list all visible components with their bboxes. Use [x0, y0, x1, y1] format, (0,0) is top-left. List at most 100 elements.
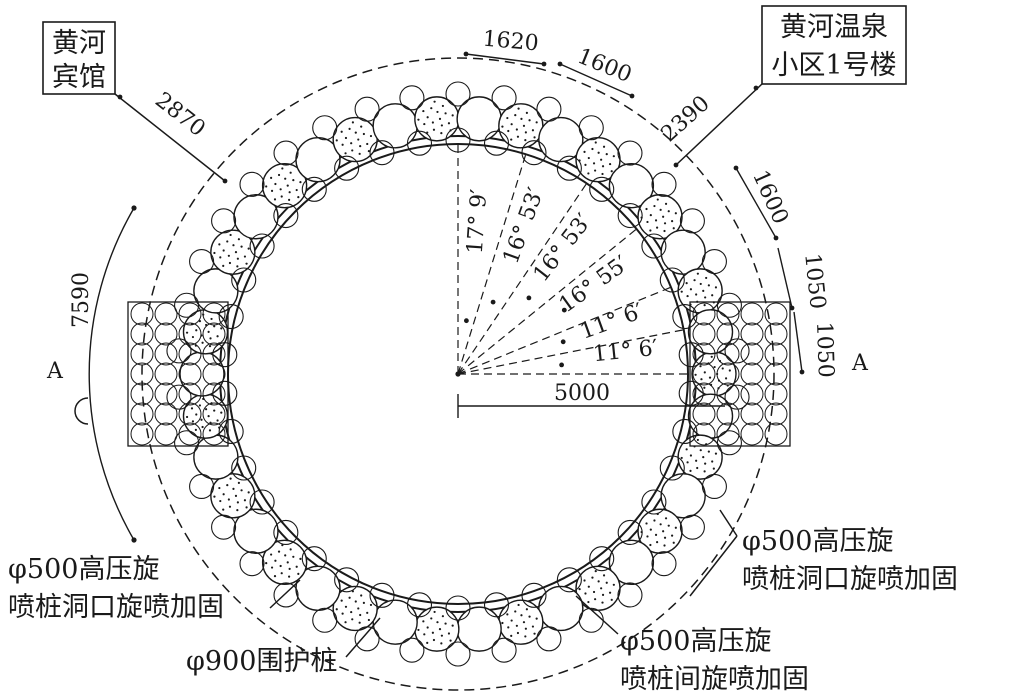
pile-concrete-dot	[207, 415, 210, 418]
pile-concrete-dot	[227, 498, 230, 501]
pile-concrete-dot	[662, 530, 665, 533]
pile-concrete-dot	[671, 220, 674, 223]
pile-concrete-dot	[592, 162, 596, 165]
pile-concrete-dot	[592, 590, 596, 594]
hotel-label-line2: 宾馆	[52, 62, 106, 93]
pile-concrete-dot	[218, 243, 221, 246]
portal-jet-column	[154, 422, 178, 446]
pile-concrete-dot	[601, 601, 604, 604]
pile-concrete-dot	[656, 226, 659, 229]
top-dimension-lines	[465, 53, 633, 97]
jet-grout-column	[312, 607, 338, 633]
jet-grout-column	[521, 582, 547, 608]
pile-concrete-dot	[664, 202, 668, 205]
jet-grout-column	[679, 208, 705, 234]
pile-concrete-dot	[289, 548, 292, 551]
right-jet-label-line1: φ500高压旋	[742, 526, 893, 557]
guard-pile	[210, 473, 256, 519]
pile-concrete-dot	[444, 622, 447, 625]
portal-jet-column	[178, 362, 202, 386]
jet-grout-column	[312, 115, 338, 141]
pile-concrete-dot	[348, 596, 351, 599]
pile-concrete-dot	[341, 143, 344, 146]
pile-concrete-dot	[441, 615, 444, 618]
jet-grout-column	[445, 81, 471, 107]
pile-concrete-dot	[297, 196, 300, 199]
pile-concrete-dot	[612, 583, 615, 586]
pile-concrete-dot	[663, 222, 667, 225]
pile-concrete-dot	[597, 151, 600, 154]
pile-concrete-dot	[695, 293, 698, 296]
pile-concrete-dot	[649, 543, 652, 547]
pile-concrete-dot	[700, 378, 703, 381]
pile-concrete-dot	[602, 145, 606, 148]
jet-grout-column	[399, 637, 425, 663]
pile-concrete-dot	[423, 122, 426, 126]
pile-concrete-dot	[510, 619, 513, 622]
pile-concrete-dot	[292, 179, 295, 182]
pile-concrete-dot	[703, 386, 706, 389]
guard-pile	[233, 508, 279, 554]
portal-jet-column	[154, 402, 178, 426]
pile-concrete-dot	[707, 284, 710, 287]
pile-concrete-dot	[517, 107, 520, 110]
portal-jet-column	[178, 402, 202, 426]
pile-concrete-dot	[351, 121, 354, 124]
jet-grout-column	[189, 473, 215, 500]
pile-concrete-dot	[344, 605, 348, 608]
pile-concrete-dot	[348, 127, 351, 130]
jet-grout-column	[678, 380, 704, 406]
portal-jet-column	[154, 302, 178, 326]
portal-jet-column	[740, 342, 764, 366]
jet-grout-columns	[166, 81, 750, 667]
pile-concrete-dot	[516, 135, 520, 138]
pile-concrete-dot	[646, 220, 649, 224]
guard-pile	[414, 606, 460, 652]
pile-concrete-dot	[228, 505, 232, 508]
pile-concrete-dot	[594, 570, 597, 573]
right-dimension-lines	[735, 167, 803, 373]
dim-1050-upper: 1050	[799, 252, 830, 310]
guard-pile	[193, 268, 239, 314]
portal-jet-column	[202, 302, 226, 326]
pile-concrete-dot	[674, 526, 677, 529]
portal-jet-column	[692, 322, 716, 346]
pile-concrete-dot	[440, 132, 443, 135]
portal-jet-column	[716, 382, 740, 406]
pile-concrete-dot	[517, 603, 520, 607]
pile-concrete-dot	[708, 376, 712, 379]
jet-grout-column	[641, 489, 667, 515]
pile-concrete-dot	[514, 114, 517, 117]
pile-concrete-dot	[524, 131, 527, 134]
pile-concrete-dot	[245, 506, 248, 509]
pile-concrete-dot	[245, 262, 248, 265]
outer-dashed-ring	[141, 57, 775, 691]
pile-concrete-dot	[213, 409, 216, 412]
angle-label-1: 17° 9′	[463, 188, 492, 255]
pile-concrete-dot	[444, 112, 447, 115]
pile-concrete-dot	[680, 456, 683, 460]
pile-concrete-dot	[516, 631, 520, 635]
shaft-center	[455, 371, 461, 377]
pile-concrete-dot	[247, 247, 250, 250]
pile-concrete-dot	[696, 438, 699, 442]
pile-concrete-dot	[711, 294, 714, 297]
pile-concrete-dot	[525, 608, 528, 611]
left-portal-reinforcement	[127, 301, 229, 447]
portal-jet-column	[130, 302, 154, 326]
portal-outline	[127, 301, 229, 447]
pile-concrete-dot	[591, 147, 594, 151]
pile-concrete-dot	[354, 131, 357, 134]
jet-grout-column	[301, 176, 327, 202]
pile-concrete-dot	[219, 499, 222, 503]
left-jet-label-line1: φ500高压旋	[8, 554, 159, 585]
pile-concrete-dot	[357, 138, 360, 141]
pile-concrete-dot	[232, 244, 235, 247]
pile-concrete-dot	[610, 598, 613, 601]
building-label-line2: 小区1号楼	[771, 50, 896, 81]
pile-concrete-dot	[713, 365, 716, 369]
pile-concrete-dot	[707, 450, 710, 453]
portal-jet-column	[202, 362, 226, 386]
pile-concrete-dot	[689, 454, 693, 457]
